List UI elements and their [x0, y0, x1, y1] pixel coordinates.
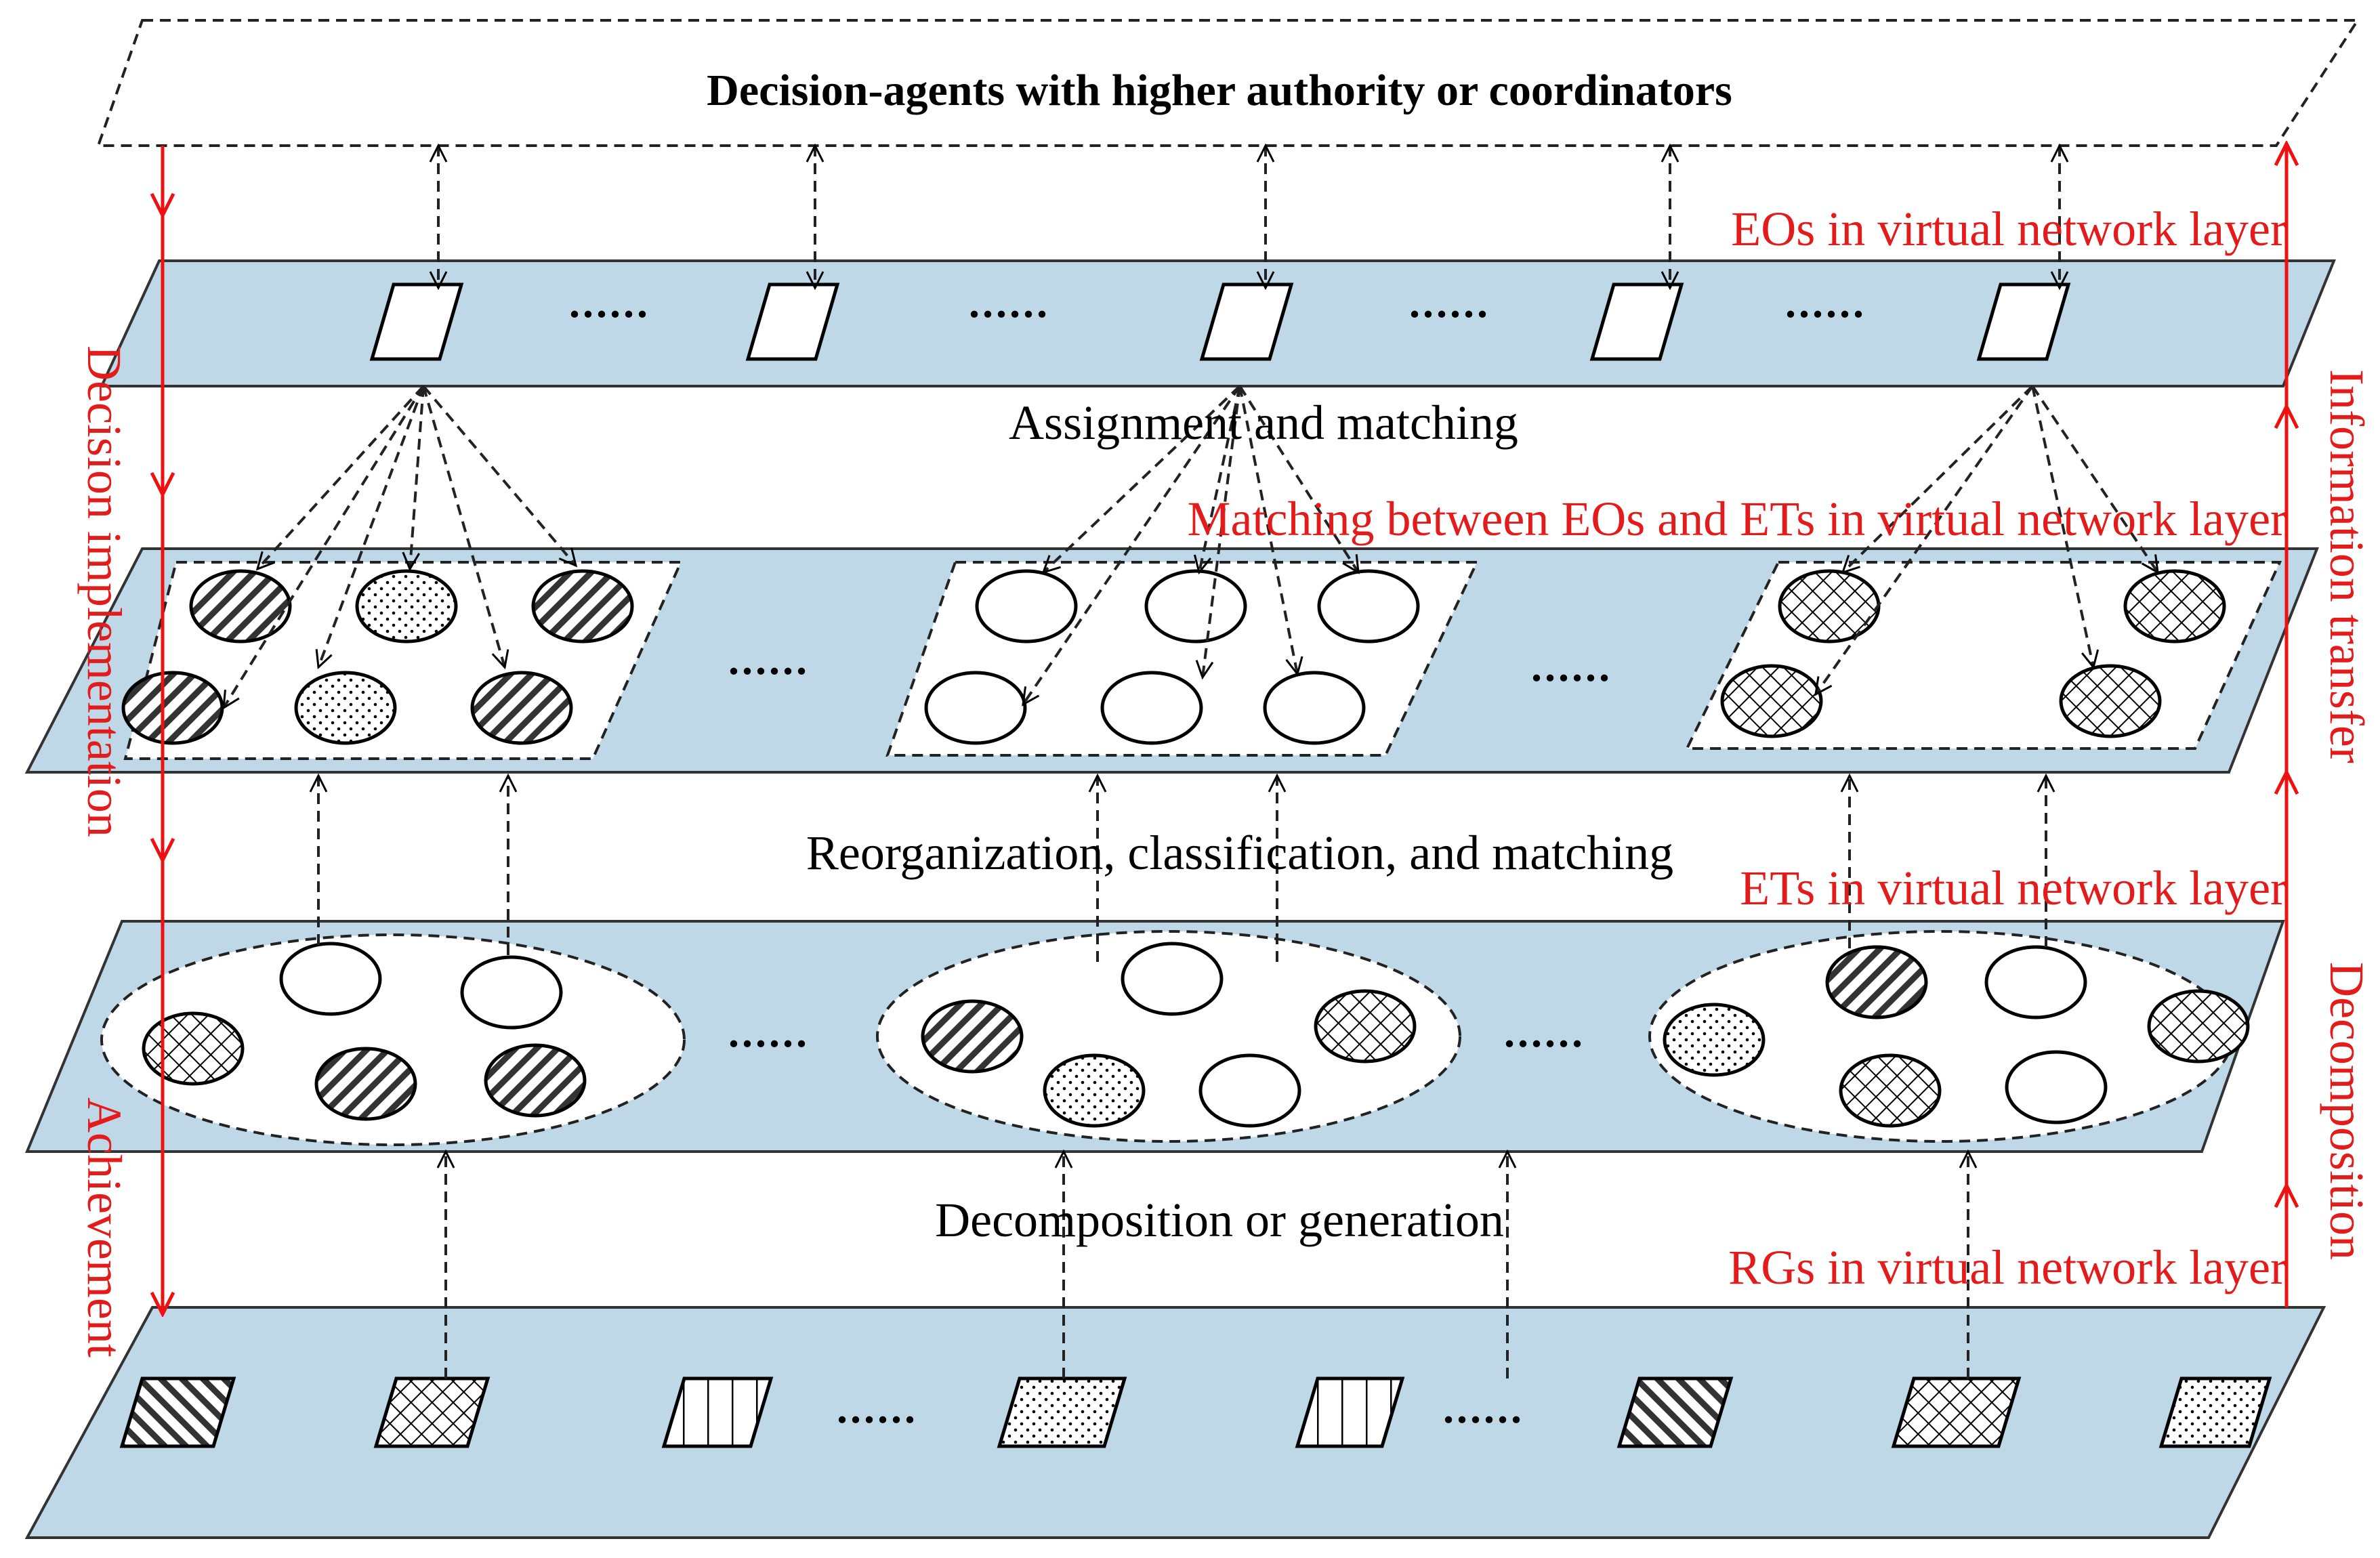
rg-node [1891, 1376, 2022, 1448]
et-node [1100, 671, 1203, 745]
et-node [189, 569, 292, 644]
et-node [355, 569, 458, 644]
et-node [1778, 569, 1881, 644]
eo-node [1589, 282, 1684, 361]
et-node [1720, 664, 1823, 738]
et-node [1825, 945, 1928, 1019]
et-node [470, 671, 573, 745]
rg-et-arrows [446, 1152, 1968, 1378]
et-node [1121, 942, 1224, 1016]
et-node [1198, 1053, 1301, 1128]
et-node [1839, 1053, 1942, 1128]
et-node [294, 671, 397, 745]
et-group-2 [876, 930, 1461, 1143]
eo-et-fan-arrows [224, 385, 2158, 708]
layer-eos: ...... ...... ...... ...... [99, 259, 2336, 387]
et-node [2147, 989, 2250, 1064]
rg-node [1616, 1376, 1734, 1448]
top-eo-arrows [438, 146, 2060, 288]
layer-eos-label: EOs in virtual network layer [1731, 202, 2287, 256]
et-node [314, 1047, 417, 1121]
ellipsis: ...... [837, 1384, 918, 1432]
et-node [921, 999, 1024, 1074]
ellipsis: ...... [569, 278, 650, 327]
layer-matching-label: Matching between EOs and ETs in virtual … [1188, 492, 2287, 546]
et-node [1317, 569, 1420, 644]
rg-node [997, 1376, 1127, 1448]
et-node [484, 1043, 587, 1118]
et-node [1314, 989, 1417, 1064]
et-node [1144, 569, 1247, 644]
layer-rgs: ...... ...... [24, 1306, 2326, 1539]
ellipsis: ...... [1531, 642, 1612, 690]
side-label-achievement: Achievement [77, 1097, 131, 1357]
process-assignment-label: Assignment and matching [1009, 396, 1518, 450]
et-node [142, 1011, 245, 1086]
ellipsis: ...... [969, 278, 1050, 327]
rg-node [661, 1376, 774, 1448]
et-node [121, 671, 224, 745]
et-node [924, 671, 1027, 745]
ellipsis: ...... [728, 635, 810, 683]
rg-node [1295, 1376, 1405, 1448]
et-node [2059, 664, 2162, 738]
et-node [975, 569, 1078, 644]
et-node [279, 942, 382, 1016]
et-node [531, 569, 634, 644]
ellipsis: ...... [728, 1008, 810, 1056]
process-decomposition-label: Decomposition or generation [935, 1193, 1504, 1247]
layer-ets-label: ETs in virtual network layer [1740, 861, 2287, 915]
eo-node [1976, 282, 2071, 361]
ellipsis: ...... [1443, 1384, 1524, 1432]
top-box-label: Decision-agents with higher authority or… [707, 66, 1732, 115]
rg-node [373, 1376, 490, 1448]
et-node [2123, 569, 2226, 644]
layer-matching: ...... ...... [24, 547, 2319, 774]
side-label-information-transfer: Information transfer [2320, 369, 2374, 763]
rg-node [2158, 1376, 2272, 1448]
et-node [1043, 1053, 1146, 1128]
et-node [1263, 671, 1366, 745]
ellipsis: ...... [1409, 278, 1490, 327]
process-reorganization-label: Reorganization, classification, and matc… [806, 826, 1673, 880]
et-match-arrows [318, 776, 2046, 962]
et-node [1663, 1003, 1766, 1077]
et-node [2005, 1050, 2108, 1124]
et-node [460, 955, 563, 1030]
top-box: Decision-agents with higher authority or… [96, 19, 2360, 147]
rg-node [119, 1376, 236, 1448]
layer-ets: ...... ...... [25, 920, 2285, 1153]
ellipsis: ...... [1785, 278, 1866, 327]
et-node [1984, 945, 2087, 1019]
ellipsis: ...... [1504, 1008, 1585, 1056]
layer-rgs-label: RGs in virtual network layer [1728, 1240, 2287, 1294]
side-label-decision-implementation: Decision implementation [77, 345, 131, 837]
side-label-decomposition: Decomposition [2320, 962, 2374, 1260]
